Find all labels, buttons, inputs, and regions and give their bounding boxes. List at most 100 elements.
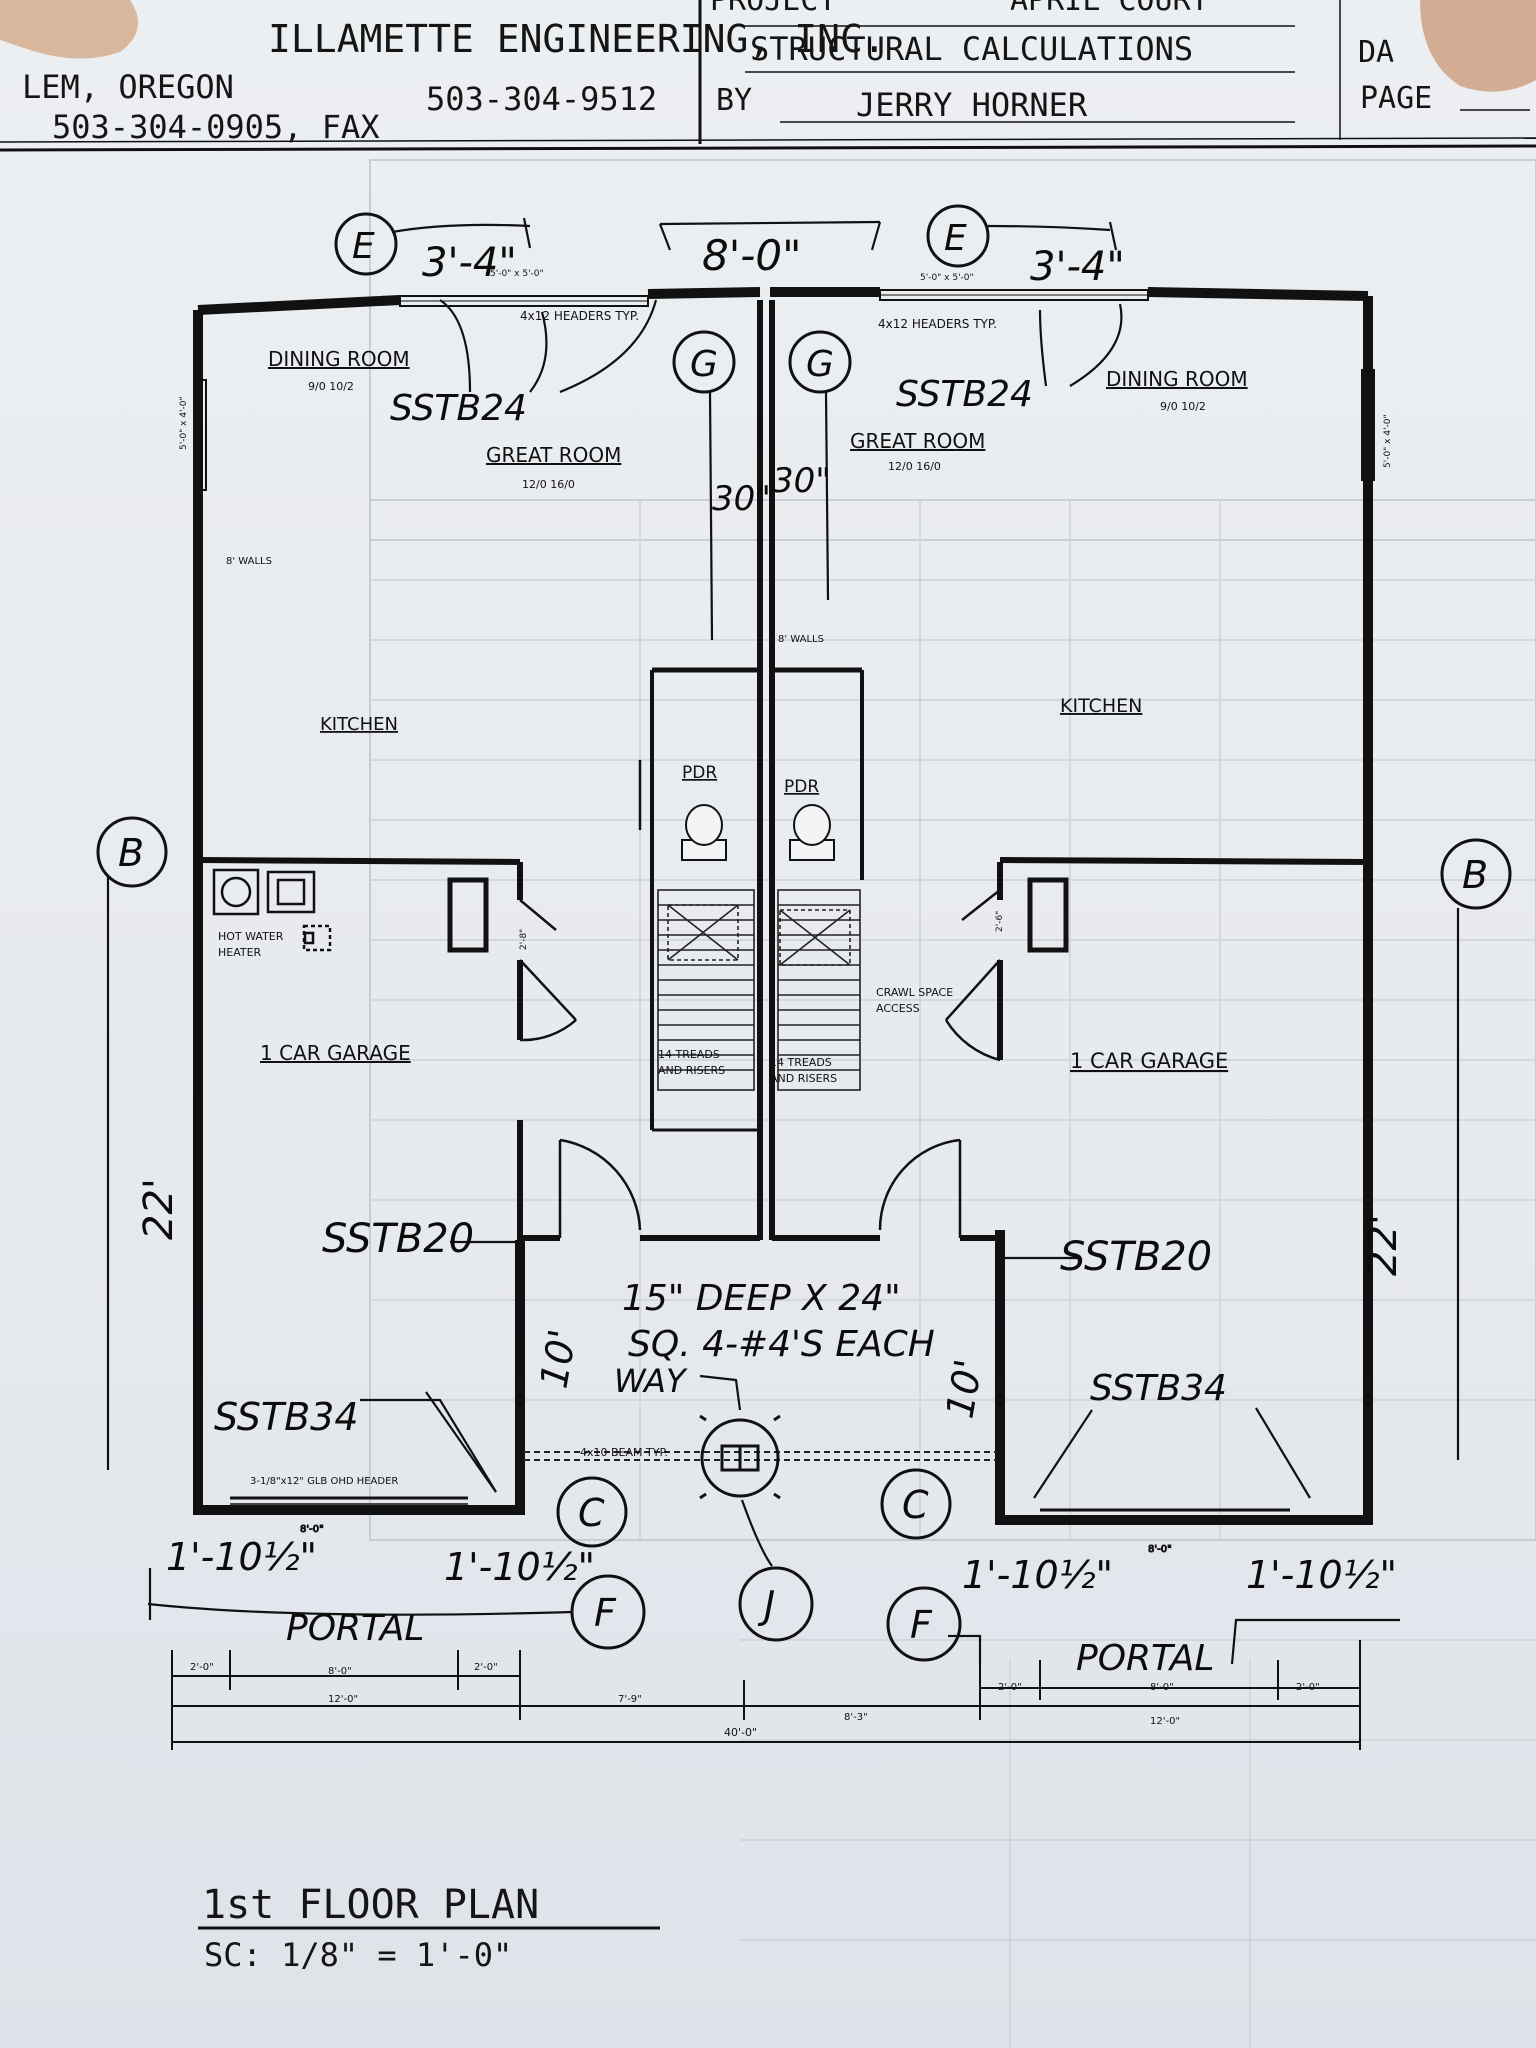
headers-note-right: 4x12 HEADERS TYP. (878, 317, 997, 331)
garage-door-openings: 8'-0" 8'-0" (230, 1496, 1290, 1556)
dim-3-4-right: 3'-4" (1030, 244, 1125, 290)
subject-line: STRUCTURAL CALCULATIONS (750, 30, 1193, 68)
treads-label-right-1: 14 TREADS (770, 1056, 832, 1069)
dim-1-10-a: 1'-10½" (166, 1535, 317, 1579)
toilet-icon (789, 804, 835, 861)
room-labels: DINING ROOM 9/0 10/2 GREAT ROOM 12/0 16/… (218, 347, 1248, 1085)
grid-marker-g-left: G (690, 344, 718, 385)
dim-22-right: 22' (1360, 1214, 1406, 1276)
dim-8-0: 8'-0" (702, 231, 801, 280)
dim-left-8-0: 8'-0" (328, 1666, 352, 1677)
windows (193, 289, 1375, 491)
stairs (657, 889, 861, 1091)
beam-note: 4x10 BEAM TYP. (580, 1446, 668, 1459)
by-name: JERRY HORNER (856, 86, 1088, 124)
grid-marker-g-right: G (806, 344, 834, 385)
water-heater-icon (212, 868, 332, 952)
note-sstb20-right: SSTB20 (1060, 1234, 1212, 1280)
project-name: APRIL COURT (1010, 0, 1209, 18)
cad-notes: 4x12 HEADERS TYP. 4x12 HEADERS TYP. 5'-0… (179, 269, 1393, 1487)
heater-label: HEATER (218, 946, 262, 959)
note-sstb34-left: SSTB34 (214, 1395, 359, 1439)
walls-note-center: 8' WALLS (778, 634, 824, 645)
garage-header-note: 3-1/8"x12" GLB OHD HEADER (250, 1476, 398, 1487)
headers-note-left: 4x12 HEADERS TYP. (520, 309, 639, 323)
beam-line (524, 1451, 998, 1461)
dim-left-12-0: 12'-0" (328, 1694, 358, 1705)
window-side-left: 5'-0" x 4'-0" (179, 396, 189, 450)
room-label-garage-right: 1 CAR GARAGE (1070, 1049, 1228, 1073)
treads-label-left-2: AND RISERS (658, 1064, 725, 1077)
dim-right-12-0: 12'-0" (1150, 1716, 1180, 1727)
grid-marker-b-left: B (118, 831, 144, 875)
room-label-great-left: GREAT ROOM (486, 443, 621, 467)
note-sstb34-right: SSTB34 (1090, 1368, 1227, 1409)
company-name: ILLAMETTE ENGINEERING, INC. (268, 17, 886, 61)
plan-scale-text: SC: 1/8" = 1'-0" (204, 1936, 512, 1974)
grid-marker-e-right: E (944, 218, 967, 259)
grid-marker-f-left: F (594, 1591, 617, 1635)
portal-label-right: PORTAL (1076, 1638, 1214, 1679)
thumb-left (0, 0, 138, 59)
dim-22-left: 22' (136, 1178, 182, 1240)
company-city: LEM, OREGON (22, 68, 234, 106)
room-label-garage-left: 1 CAR GARAGE (260, 1041, 411, 1065)
project-label: PROJECT (710, 0, 836, 18)
dim-left-2-0-b: 2'-0" (474, 1662, 498, 1673)
footing-symbol (699, 1414, 781, 1500)
dim-1-10-d: 1'-10½" (1246, 1553, 1397, 1597)
room-size-dining-left: 9/0 10/2 (308, 380, 354, 393)
dim-30-left: 30" (712, 479, 771, 519)
footing-note-3: WAY (614, 1362, 688, 1400)
door-size-left: 2'-8" (519, 929, 529, 950)
room-size-great-right: 12/0 16/0 (888, 460, 941, 473)
grid-markers (96, 204, 1512, 1662)
window-size-left: 5'-0" x 5'-0" (490, 269, 544, 279)
by-label: BY (716, 83, 752, 118)
dim-10-right: 10' (938, 1356, 992, 1422)
dim-center-8-3: 8'-3" (844, 1712, 868, 1723)
dim-3-4-left: 3'-4" (422, 240, 517, 286)
dim-30-right: 30" (772, 461, 831, 501)
note-sstb24-right: SSTB24 (896, 374, 1033, 415)
treads-label-right-2: AND RISERS (770, 1072, 837, 1085)
room-label-pdr-left: PDR (682, 763, 717, 783)
doors (519, 760, 1001, 1238)
garage-door-left-dim: 8'-0" (300, 1524, 324, 1535)
toilet-icon (681, 804, 727, 861)
room-size-dining-right: 9/0 10/2 (1160, 400, 1206, 413)
garage-door-right-dim: 8'-0" (1148, 1544, 1172, 1555)
dim-right-2-0-a: 2'-0" (998, 1682, 1022, 1693)
room-size-great-left: 12/0 16/0 (522, 478, 575, 491)
title-block: ILLAMETTE ENGINEERING, INC. LEM, OREGON … (0, 0, 1536, 152)
grid-marker-f-right: F (910, 1603, 933, 1647)
page-label: PAGE (1360, 81, 1432, 116)
room-label-great-right: GREAT ROOM (850, 429, 985, 453)
window-size-right: 5'-0" x 5'-0" (920, 273, 974, 283)
company-phone: 503-304-0905, FAX (52, 108, 380, 146)
room-label-kitchen-left: KITCHEN (320, 714, 398, 735)
dim-1-10-b: 1'-10½" (444, 1545, 595, 1589)
room-label-dining-right: DINING ROOM (1106, 367, 1248, 391)
note-sstb20-left: SSTB20 (322, 1216, 474, 1262)
interior-walls (197, 667, 1369, 1241)
handwritten-leaders (106, 217, 1460, 1665)
thumb-right (1420, 0, 1536, 92)
grid-marker-c-right: C (902, 1483, 929, 1527)
company-fax: 503-304-9512 (426, 80, 657, 118)
treads-label-left-1: 14 TREADS (658, 1048, 720, 1061)
door-size-right: 2'-6" (995, 911, 1005, 932)
bleed-through-table (369, 159, 1536, 2048)
footing-note-1: 15" DEEP X 24" (622, 1278, 901, 1319)
dimension-labels: 2'-0" 8'-0" 2'-0" 12'-0" 7'-9" 8'-3" 2'-… (190, 1662, 1320, 1739)
dim-1-10-c: 1'-10½" (962, 1553, 1113, 1597)
plan-title: 1st FLOOR PLAN SC: 1/8" = 1'-0" (198, 1882, 660, 1974)
grid-marker-letters: E E G G B B C C F F J (118, 218, 1488, 1647)
access-label: ACCESS (876, 1002, 920, 1015)
date-label: DA (1358, 35, 1394, 70)
dim-left-2-0-a: 2'-0" (190, 1662, 214, 1673)
footing-note-2: SQ. 4-#4'S EACH (628, 1324, 935, 1365)
grid-marker-b-right: B (1462, 853, 1488, 897)
handwritten-notes: 3'-4" 8'-0" 3'-4" SSTB24 SSTB24 30" 30" … (136, 231, 1406, 1679)
